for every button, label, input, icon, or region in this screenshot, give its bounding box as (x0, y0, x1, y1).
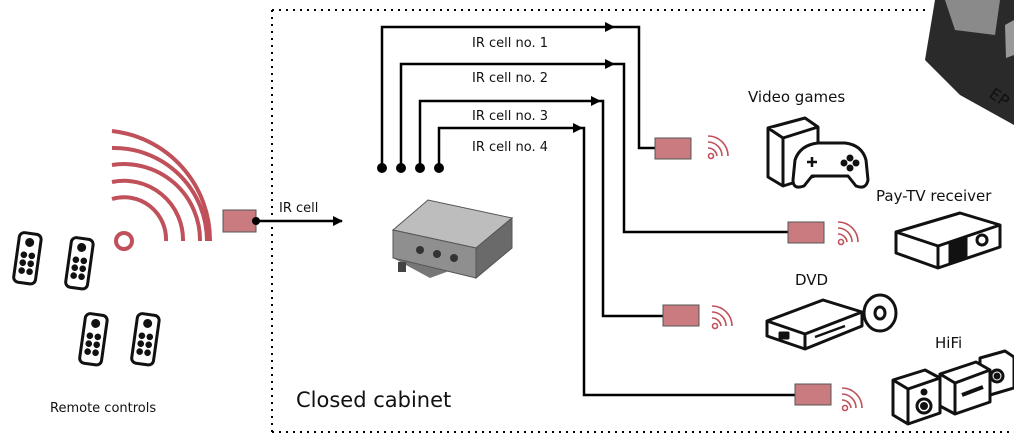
ir-cell-3-label: IR cell no. 3 (472, 109, 548, 124)
ir-cell-dvd (663, 305, 699, 326)
signal-icon (838, 222, 858, 245)
remote-controls-label: Remote controls (50, 401, 156, 416)
pay-tv-receiver-icon (896, 213, 1000, 268)
large-signal-icon (112, 131, 210, 249)
wire-to-hifi (582, 128, 795, 395)
remote-control-icon (79, 313, 108, 366)
pay-tv-label: Pay-TV receiver (876, 187, 992, 205)
hifi-label: HiFi (935, 334, 962, 352)
ir-distribution-box (393, 200, 512, 278)
ir-cell-1-label: IR cell no. 1 (472, 36, 548, 51)
signal-icon (842, 388, 862, 411)
wire-to-dvd (600, 101, 663, 316)
ir-cell-label: IR cell (279, 201, 318, 216)
dvd-player-icon (767, 295, 896, 349)
ir-cell-pay-tv (788, 222, 824, 243)
game-console-icon (768, 118, 868, 187)
wire-junctions (377, 163, 444, 173)
box-photo-fragment: EP (925, 0, 1014, 125)
remote-controls-group (13, 232, 160, 366)
remote-control-icon (13, 232, 42, 285)
ir-cell-video-games (655, 138, 691, 159)
ir-cell-2-label: IR cell no. 2 (472, 71, 548, 86)
remote-control-icon (65, 237, 94, 290)
remote-control-icon (131, 313, 160, 366)
ir-cell-4-label: IR cell no. 4 (472, 140, 548, 155)
hifi-speakers-icon (893, 351, 1014, 424)
signal-icon (712, 306, 732, 329)
closed-cabinet-label: Closed cabinet (296, 388, 451, 412)
video-games-label: Video games (748, 88, 845, 106)
cabinet-boundary (272, 10, 1014, 432)
ir-cell-hifi (795, 384, 831, 405)
dvd-label: DVD (795, 271, 828, 289)
signal-icon (708, 136, 728, 159)
wire-to-video-games (614, 27, 655, 148)
ir-cell-input (223, 210, 256, 232)
